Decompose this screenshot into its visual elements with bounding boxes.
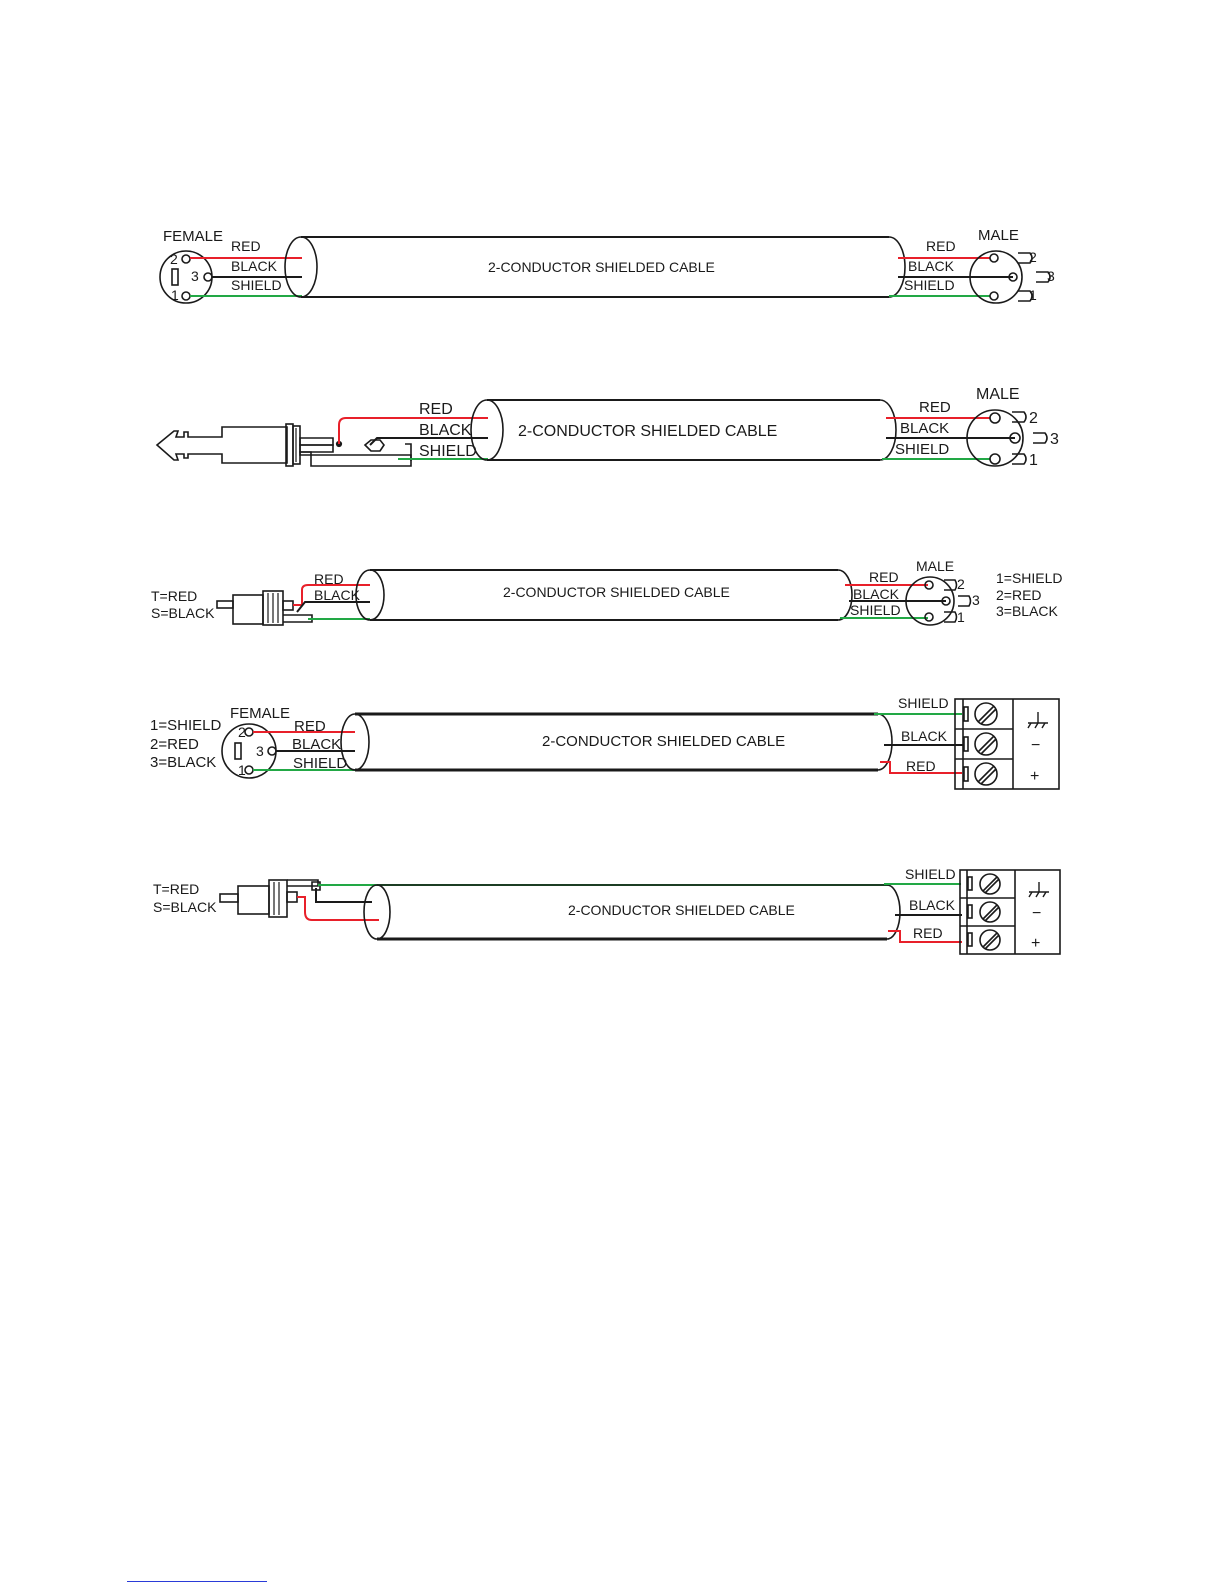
male-label: MALE (978, 227, 1019, 244)
cable-label: 2-CONDUCTOR SHIELDED CABLE (542, 733, 785, 750)
ground-symbol-icon (1028, 882, 1049, 898)
note-sleeve: S=BLACK (151, 605, 215, 621)
minus-symbol: − (1032, 905, 1041, 922)
pin-2-label: 2 (170, 251, 178, 267)
male-label: MALE (976, 386, 1020, 403)
wire-label-red-right: RED (913, 925, 943, 941)
pin-1-label: 1 (171, 287, 179, 303)
wire-label-shield-right: SHIELD (850, 602, 901, 618)
pin-2-label-right: 2 (1029, 249, 1037, 265)
wire-label-black: BLACK (292, 736, 341, 753)
cable-label: 2-CONDUCTOR SHIELDED CABLE (488, 259, 715, 275)
note-tip: T=RED (153, 881, 199, 897)
pin-3-label: 3 (256, 743, 264, 759)
wire-label-red-right: RED (869, 569, 899, 585)
note-pin-3: 3=BLACK (996, 603, 1059, 619)
male-xlr-connector-icon (969, 250, 1051, 304)
note-sleeve: S=BLACK (153, 899, 217, 915)
wire-label-red: RED (231, 238, 261, 254)
wire-label-shield: SHIELD (419, 443, 477, 460)
footer-link-underline (127, 1581, 267, 1582)
wire-label-shield-right: SHIELD (905, 866, 956, 882)
wire-label-red: RED (294, 718, 326, 735)
diagram-female-xlr-to-male-xlr: FEMALE 2 3 1 RED BLACK SHIELD 2-CONDUCTO… (159, 227, 1055, 304)
pin-3-label-right: 3 (972, 592, 980, 608)
terminal-block-icon (954, 698, 1060, 790)
wire-label-black: BLACK (314, 587, 361, 603)
wire-label-black-right: BLACK (901, 728, 948, 744)
note-pin-2: 2=RED (996, 587, 1042, 603)
note-tip: T=RED (151, 588, 197, 604)
pin-1-label: 1 (238, 762, 246, 778)
diagram-trs-to-male-xlr: RED BLACK SHIELD 2-CONDUCTOR SHIELDED CA… (155, 386, 1059, 469)
pin-3-label-right: 3 (1047, 268, 1055, 284)
trs-plug-icon (155, 423, 412, 467)
pin-2-label-right: 2 (1029, 410, 1038, 427)
note-pin-1: 1=SHIELD (996, 570, 1063, 586)
shielded-cable (470, 399, 897, 461)
pin-2-label: 2 (238, 724, 246, 740)
wire-label-black-right: BLACK (909, 897, 956, 913)
wire-label-black-right: BLACK (908, 258, 955, 274)
wire-label-red-right: RED (906, 758, 936, 774)
wire-label-black: BLACK (231, 258, 278, 274)
male-xlr-connector-icon (966, 409, 1048, 467)
shielded-cable (340, 712, 893, 772)
diagram-rca-to-male-xlr: T=RED S=BLACK RED BLACK 2-CONDUCTOR SHIE… (151, 558, 1063, 626)
wire-label-shield: SHIELD (231, 277, 282, 293)
note-pin-2: 2=RED (150, 736, 199, 753)
wire-label-shield: SHIELD (293, 755, 347, 772)
wire-label-shield-right: SHIELD (895, 441, 949, 458)
pin-1-label-right: 1 (1029, 287, 1037, 303)
note-pin-1: 1=SHIELD (150, 717, 221, 734)
male-xlr-connector-icon (905, 576, 972, 626)
wire-label-shield-right: SHIELD (898, 695, 949, 711)
cable-label: 2-CONDUCTOR SHIELDED CABLE (518, 423, 777, 440)
wire-label-red-right: RED (926, 238, 956, 254)
wire-label-red: RED (419, 401, 453, 418)
wire-label-black-right: BLACK (900, 420, 949, 437)
note-pin-3: 3=BLACK (150, 754, 216, 771)
wire-label-red-right: RED (919, 399, 951, 416)
rca-plug-icon (219, 879, 321, 918)
plus-symbol: + (1030, 768, 1039, 785)
pin-1-label-right: 1 (957, 609, 965, 625)
pin-3-label-right: 3 (1050, 431, 1059, 448)
wire-label-black-right: BLACK (853, 586, 900, 602)
wire-label-shield-right: SHIELD (904, 277, 955, 293)
shielded-cable (363, 884, 901, 941)
wire-label-black: BLACK (419, 422, 472, 439)
pin-2-label-right: 2 (957, 576, 965, 592)
rca-plug-icon (216, 590, 313, 626)
diagram-female-xlr-to-terminal-block: 1=SHIELD 2=RED 3=BLACK FEMALE 2 3 1 RED … (150, 695, 1060, 790)
cable-label: 2-CONDUCTOR SHIELDED CABLE (503, 584, 730, 600)
cable-label: 2-CONDUCTOR SHIELDED CABLE (568, 902, 795, 918)
pin-3-label: 3 (191, 268, 199, 284)
male-label: MALE (916, 558, 954, 574)
pin-1-label-right: 1 (1029, 452, 1038, 469)
shielded-cable (284, 236, 906, 298)
terminal-block-icon (959, 869, 1061, 955)
minus-symbol: − (1031, 737, 1040, 754)
diagram-rca-to-terminal-block: T=RED S=BLACK 2-CONDUCTOR SHIELDED CABLE… (153, 866, 1061, 955)
wire-label-red: RED (314, 571, 344, 587)
female-label: FEMALE (163, 228, 223, 245)
female-label: FEMALE (230, 705, 290, 722)
plus-symbol: + (1031, 935, 1040, 952)
ground-symbol-icon (1027, 712, 1048, 729)
